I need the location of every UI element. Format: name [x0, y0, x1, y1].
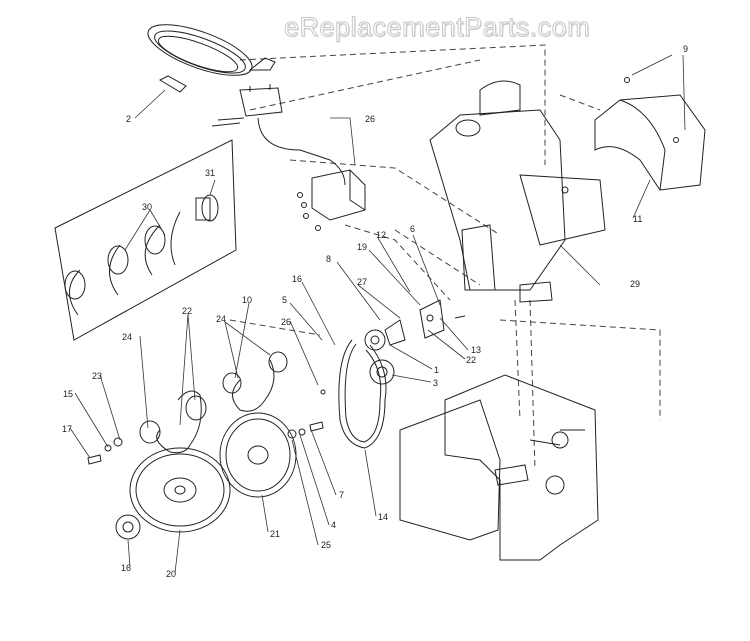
- callout-11: 11: [633, 214, 642, 224]
- pulley-kit-box: [54, 139, 237, 341]
- callout-22: 22: [466, 355, 476, 365]
- watermark: eReplacementParts.com: [283, 12, 591, 43]
- assembly-guide-lines: [229, 44, 661, 471]
- callout-12: 12: [376, 230, 386, 240]
- callout-1: 1: [434, 365, 439, 375]
- callout-29: 29: [630, 279, 640, 289]
- callout-3: 3: [433, 378, 438, 388]
- callout-2: 2: [126, 114, 131, 124]
- callout-13: 13: [471, 345, 481, 355]
- callout-4: 4: [331, 520, 336, 530]
- callout-27: 27: [357, 277, 367, 287]
- callout-21: 21: [270, 529, 280, 539]
- callout-20: 20: [166, 569, 176, 579]
- callout-23: 23: [92, 371, 102, 381]
- idler-bracket: [364, 299, 466, 385]
- power-cord: [147, 24, 276, 93]
- starter-motor: [297, 169, 366, 231]
- callout-22: 22: [182, 306, 192, 316]
- callout-25: 25: [321, 540, 331, 550]
- callout-8: 8: [326, 254, 331, 264]
- frame-housing: [399, 374, 599, 561]
- drive-belt: [338, 339, 387, 449]
- callout-10: 10: [242, 295, 252, 305]
- callout-6: 6: [410, 224, 415, 234]
- callout-16: 16: [121, 563, 131, 573]
- callout-26: 26: [365, 114, 375, 124]
- callout-9: 9: [683, 44, 688, 54]
- callout-24: 24: [122, 332, 132, 342]
- callout-24: 24: [216, 314, 226, 324]
- callout-31: 31: [205, 168, 215, 178]
- callout-5: 5: [282, 295, 287, 305]
- pulley-group-right: [219, 351, 326, 498]
- callout-30: 30: [142, 202, 152, 212]
- callout-16: 16: [292, 274, 302, 284]
- belt-cover-shroud: [594, 77, 706, 191]
- callout-14: 14: [378, 512, 388, 522]
- callout-26: 26: [281, 317, 291, 327]
- starter-switch: [211, 84, 346, 186]
- callout-19: 19: [357, 242, 367, 252]
- callout-15: 15: [63, 389, 73, 399]
- callout-7: 7: [339, 490, 344, 500]
- callout-leaders: [69, 54, 686, 574]
- pulley-group-left: [87, 390, 231, 540]
- callout-17: 17: [62, 424, 72, 434]
- engine: [429, 80, 606, 303]
